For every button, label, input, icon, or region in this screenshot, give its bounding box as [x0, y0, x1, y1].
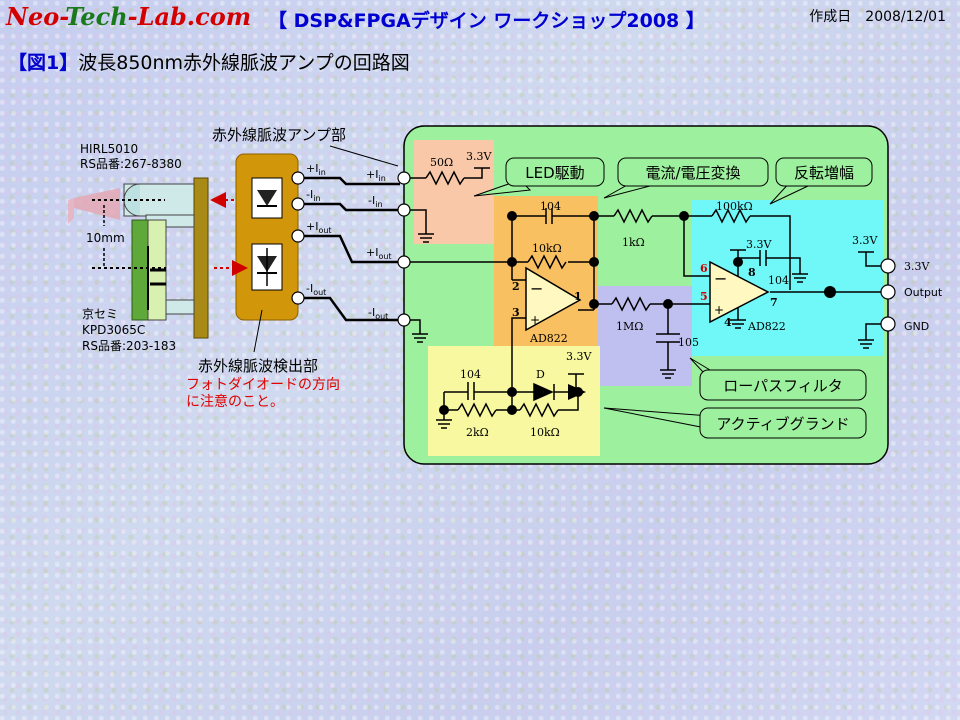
pd-part-label: KPD3065C	[82, 323, 145, 337]
polarity-note-line2: に注意のこと。	[186, 393, 284, 410]
svg-text:−: −	[714, 269, 727, 288]
svg-text:AD822: AD822	[529, 332, 568, 345]
callout-active-ground: アクティブグランド	[603, 407, 867, 439]
pin-numbers: 1 2 3 4 5 6 7 8	[512, 262, 778, 329]
svg-text:5: 5	[700, 290, 708, 303]
photodiode-body	[131, 219, 149, 321]
polarity-note-line1: フォトダイオードの方向	[186, 377, 340, 393]
svg-text:LED駆動: LED駆動	[525, 164, 584, 182]
svg-text:104: 104	[460, 368, 481, 381]
board-terminals	[397, 171, 896, 332]
ground-symbols	[412, 167, 874, 429]
ir-led	[92, 183, 195, 217]
callout-lpf: ローパスフィルタ	[689, 357, 867, 401]
svg-text:2: 2	[512, 280, 520, 293]
led-part-label: HIRL5010	[80, 142, 138, 156]
callout-inverting-amp: 反転増幅	[769, 157, 873, 205]
svg-text:ローパスフィルタ: ローパスフィルタ	[723, 377, 843, 395]
led-rs-label: RS品番:267-8380	[80, 157, 182, 171]
svg-text:8: 8	[748, 266, 756, 279]
output-labels: 3.3V Output GND	[904, 260, 943, 333]
svg-text:+Iin: +Iin	[306, 162, 326, 177]
connector-pins	[291, 171, 305, 305]
svg-text:10kΩ: 10kΩ	[530, 426, 560, 439]
svg-text:100kΩ: 100kΩ	[716, 200, 753, 213]
svg-text:+: +	[714, 303, 724, 317]
svg-text:反転増幅: 反転増幅	[794, 164, 854, 182]
svg-text:D: D	[536, 368, 545, 381]
svg-text:アクティブグランド: アクティブグランド	[716, 415, 849, 433]
connector-housing	[235, 153, 299, 321]
pd-rs-label: RS品番:203-183	[82, 339, 176, 353]
svg-text:1kΩ: 1kΩ	[622, 236, 645, 249]
svg-text:電流/電圧変換: 電流/電圧変換	[645, 164, 740, 182]
pcb-board	[193, 177, 209, 339]
svg-text:−: −	[530, 279, 543, 298]
svg-text:10kΩ: 10kΩ	[532, 242, 562, 255]
svg-text:3: 3	[512, 306, 520, 319]
detector-section-label: 赤外線脈波検出部	[198, 357, 318, 375]
svg-text:50Ω: 50Ω	[430, 156, 453, 169]
opamp-2: − +	[709, 260, 770, 324]
svg-text:4: 4	[724, 316, 732, 329]
svg-text:105: 105	[678, 336, 699, 349]
svg-text:6: 6	[700, 262, 708, 275]
pin-labels: +Iin -Iin +Iout -Iout +Iin -Iin +Iout -I…	[306, 162, 392, 321]
svg-text:+: +	[530, 313, 540, 327]
callout-led-drive: LED駆動	[473, 157, 605, 197]
svg-text:+Iin: +Iin	[366, 168, 386, 183]
component-labels: 50Ω 3.3V 104 10kΩ 1kΩ 100kΩ 3.3V 104 3.3…	[430, 150, 878, 439]
svg-text:-Iin: -Iin	[368, 194, 383, 209]
diode-symbol	[534, 384, 552, 400]
workshop-title: 【 DSP&FPGAデザイン ワークショップ2008 】	[268, 10, 705, 32]
svg-text:3.3V: 3.3V	[466, 150, 492, 163]
svg-text:-Iout: -Iout	[306, 282, 326, 297]
svg-text:1: 1	[574, 290, 582, 303]
svg-text:3.3V: 3.3V	[852, 234, 878, 247]
opamp-1: − +	[525, 266, 582, 332]
cable-wires	[304, 176, 400, 322]
svg-text:+Iout: +Iout	[366, 246, 392, 261]
svg-text:2kΩ: 2kΩ	[466, 426, 489, 439]
active-ground-region	[428, 346, 600, 456]
svg-text:-Iin: -Iin	[306, 188, 321, 203]
figure-title: 【図1】波長850nm赤外線脈波アンプの回路図	[8, 52, 410, 74]
led-drive-region	[414, 140, 494, 244]
svg-text:3.3V: 3.3V	[904, 260, 930, 273]
junction-dots	[439, 211, 836, 415]
svg-text:104: 104	[768, 274, 789, 287]
callout-iv-converter: 電流/電圧変換	[603, 157, 769, 199]
svg-text:3.3V: 3.3V	[746, 238, 772, 251]
svg-text:1MΩ: 1MΩ	[616, 320, 643, 333]
svg-text:Output: Output	[904, 286, 943, 299]
svg-text:GND: GND	[904, 320, 929, 333]
svg-text:7: 7	[770, 296, 778, 309]
ir-beam	[74, 188, 120, 220]
distance-label: 10mm	[86, 231, 125, 245]
svg-text:104: 104	[540, 200, 561, 213]
svg-text:AD822: AD822	[747, 320, 786, 333]
svg-text:+Iout: +Iout	[306, 220, 332, 235]
svg-text:-Iout: -Iout	[368, 306, 388, 321]
pd-maker-label: 京セミ	[82, 307, 118, 321]
site-logo: Neo-Tech-Lab.com	[6, 2, 252, 31]
amp-section-label: 赤外線脈波アンプ部	[212, 126, 346, 144]
svg-text:3.3V: 3.3V	[566, 350, 592, 363]
